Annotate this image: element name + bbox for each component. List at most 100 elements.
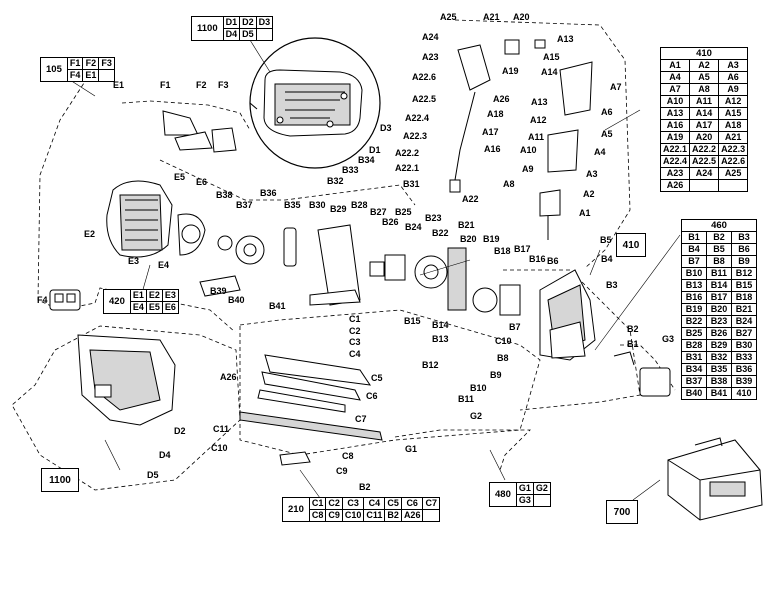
kit-cell: B36 <box>731 363 757 376</box>
kit-105-table: 105 F1 F2 F3 F4 E1 <box>40 57 115 82</box>
kit-420-table: 420 E1 E2 E3 E4 E5 E6 <box>103 289 179 314</box>
kit-cell: B23 <box>706 315 732 328</box>
part-label: A22.2 <box>395 148 419 158</box>
inset-circle <box>249 37 381 169</box>
kit-cell: A14 <box>689 107 720 120</box>
part-label: A8 <box>503 179 515 189</box>
kit-cell: B19 <box>681 303 707 316</box>
part-label: A22.3 <box>403 131 427 141</box>
part-label: D2 <box>174 426 186 436</box>
part-label: A26 <box>220 372 237 382</box>
gearbox-assembly <box>309 224 521 316</box>
kit-cell: C1 <box>308 497 327 510</box>
kit-cell: B7 <box>681 255 707 268</box>
kit-cell: A23 <box>659 167 691 180</box>
kit-cell: C10 <box>341 509 365 522</box>
part-label: A22.4 <box>405 113 429 123</box>
dashed-group-boundaries <box>11 19 676 491</box>
part-label: B13 <box>432 334 449 344</box>
kit-cell: D2 <box>239 16 257 29</box>
part-label: A22 <box>462 194 479 204</box>
part-label: A7 <box>610 82 622 92</box>
part-label: B40 <box>228 295 245 305</box>
part-label: A26 <box>493 94 510 104</box>
kit-cell: A26 <box>659 179 691 192</box>
kit-cell: A3 <box>718 59 749 72</box>
part-label: A13 <box>557 34 574 44</box>
part-label: A3 <box>586 169 598 179</box>
kit-cell: A8 <box>689 83 720 96</box>
kit-number: 420 <box>103 289 131 314</box>
kit-cell: B39 <box>731 375 757 388</box>
kit-cell: B33 <box>731 351 757 364</box>
kit-cell: B21 <box>731 303 757 316</box>
kit-cell: B1 <box>681 231 707 244</box>
kit-cell: E4 <box>129 301 147 314</box>
part-label: B16 <box>529 254 546 264</box>
kit-cell: B30 <box>731 339 757 352</box>
part-label: C7 <box>355 414 367 424</box>
part-label: G1 <box>405 444 417 454</box>
kit-cell: F1 <box>66 57 84 70</box>
part-label: B27 <box>370 207 387 217</box>
part-label: A22.6 <box>412 72 436 82</box>
part-label: G2 <box>470 411 482 421</box>
part-label: A6 <box>601 107 613 117</box>
kit-cell: C7 <box>422 497 440 510</box>
part-label: B31 <box>403 179 420 189</box>
leader-lines <box>69 39 681 501</box>
kit-cell: A21 <box>718 131 749 144</box>
kit-cell: C8 <box>308 509 327 522</box>
part-label: B29 <box>330 204 347 214</box>
part-label: E2 <box>84 229 95 239</box>
housing-right <box>539 269 596 361</box>
part-label: A4 <box>594 147 606 157</box>
part-label: A2 <box>583 189 595 199</box>
kit-cell: A22.3 <box>718 143 749 156</box>
kit-number: 410 <box>659 47 749 60</box>
kit-cell <box>98 69 115 82</box>
kit-number: 1100 <box>191 16 224 41</box>
part-label: B10 <box>470 383 487 393</box>
kit-cell: B26 <box>706 327 732 340</box>
kit-1100-table: 1100 D1 D2 D3 D4 D5 <box>191 16 274 41</box>
part-label: B11 <box>458 394 474 404</box>
kit-number: 460 <box>681 219 757 232</box>
kit-cell: B18 <box>731 291 757 304</box>
kit-cell: E5 <box>145 301 163 314</box>
kit-cell: B11 <box>706 267 732 280</box>
part-label: C3 <box>349 337 361 347</box>
kit-cell: B15 <box>731 279 757 292</box>
kit-cell: B24 <box>731 315 757 328</box>
kit-cell: A11 <box>689 95 720 108</box>
part-label: B8 <box>497 353 509 363</box>
kit-cell: B29 <box>706 339 732 352</box>
kit-cell: C3 <box>341 497 365 510</box>
kit-cell: F2 <box>82 57 100 70</box>
part-label: B7 <box>509 322 521 332</box>
kit-cell: A12 <box>718 95 749 108</box>
kit-cell: B10 <box>681 267 707 280</box>
part-label: B2 <box>627 324 639 334</box>
kit-cell: B31 <box>681 351 707 364</box>
kit-cell: A24 <box>689 167 720 180</box>
kit-cell: B6 <box>731 243 757 256</box>
part-label: A10 <box>520 145 537 155</box>
shoe-assembly <box>239 354 383 466</box>
kit-cell: C5 <box>384 497 402 510</box>
kit-cell: 410 <box>731 387 757 400</box>
part-label: B12 <box>422 360 439 370</box>
kit-cell: B28 <box>681 339 707 352</box>
part-label: B24 <box>405 222 422 232</box>
kit-cell: A20 <box>689 131 720 144</box>
part-label: A5 <box>601 129 613 139</box>
part-label: B17 <box>514 244 531 254</box>
kit-cell: A22.6 <box>718 155 749 168</box>
part-label: B32 <box>327 176 344 186</box>
kit-cell <box>422 509 440 522</box>
kit-cell: B4 <box>681 243 707 256</box>
part-label: F2 <box>196 80 207 90</box>
kit-cell: A6 <box>718 71 749 84</box>
housing-left <box>77 275 241 426</box>
